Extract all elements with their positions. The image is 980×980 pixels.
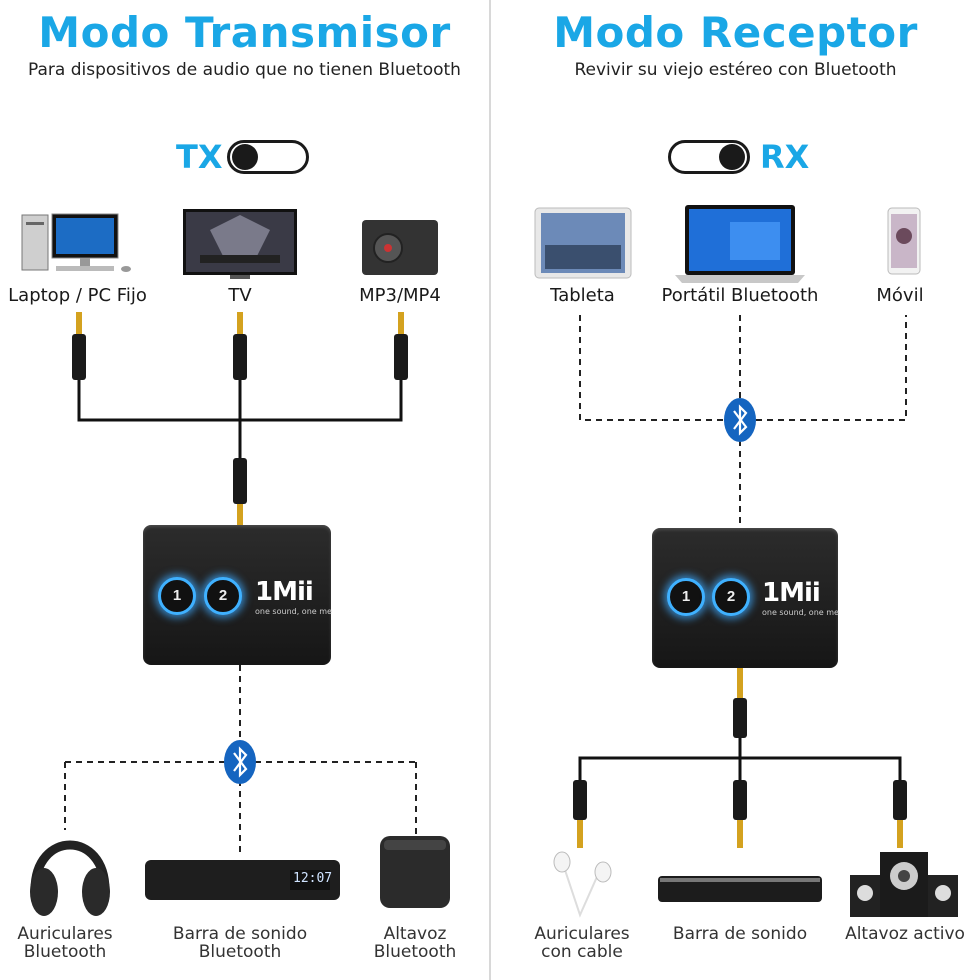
output-label-line1: Auriculares [534, 924, 630, 944]
receiver-device: 1 2 1Mii one sound, one me [652, 528, 839, 668]
output-label-active-speaker: Altavoz activo [845, 925, 965, 943]
toggle-knob [232, 144, 258, 170]
output-label-line1: Altavoz [383, 924, 447, 944]
headphone-1-button[interactable]: 1 [667, 578, 705, 616]
output-label-bt-speaker: Altavoz Bluetooth [360, 925, 470, 961]
source-label-laptop-pc: Laptop / PC Fijo [8, 285, 147, 306]
brand-tagline: one sound, one me [762, 608, 839, 617]
bluetooth-icon [724, 398, 756, 442]
rx-mode-label: RX [760, 138, 810, 176]
soundbar-image [658, 876, 822, 902]
headphone-1-button[interactable]: 1 [158, 577, 196, 615]
headphone-icon: 1 [172, 587, 182, 604]
mobile-phone-image [887, 207, 921, 275]
headphone-icon: 1 [681, 588, 691, 605]
output-label-soundbar: Barra de sonido [665, 925, 815, 943]
center-divider [489, 0, 491, 980]
source-label-mobile: Móvil [876, 285, 924, 306]
output-label-line1: Altavoz activo [845, 924, 965, 944]
output-label-line1: Auriculares [17, 924, 113, 944]
audio-jack-icon [733, 780, 747, 848]
output-label-bt-headphones: Auriculares Bluetooth [10, 925, 120, 961]
tablet-image [534, 207, 632, 279]
transmitter-subtitle: Para dispositivos de audio que no tienen… [28, 60, 461, 80]
brand-logo: 1Mii [762, 578, 821, 608]
source-label-laptop-bt: Portátil Bluetooth [661, 285, 819, 306]
source-label-tv: TV [228, 285, 252, 306]
desktop-pc-image [21, 213, 131, 272]
audio-jack-icon [233, 458, 247, 526]
output-label-bt-soundbar: Barra de sonido Bluetooth [160, 925, 320, 961]
soundbar-clock: 12:07 [293, 871, 333, 886]
audio-jack-icon [233, 312, 247, 380]
transmitter-title: Modo Transmisor [38, 8, 451, 57]
source-label-tablet: Tableta [550, 285, 615, 306]
wired-earphones-image [553, 851, 612, 918]
receiver-subtitle: Revivir su viejo estéreo con Bluetooth [574, 60, 897, 80]
headphone-icon: 2 [218, 587, 228, 604]
audio-jack-icon [72, 312, 86, 380]
bt-speaker-image [380, 836, 450, 908]
brand-tagline: one sound, one me [255, 607, 332, 616]
bluetooth-icon [224, 740, 256, 784]
brand-logo: 1Mii [255, 577, 314, 607]
toggle-knob [719, 144, 745, 170]
mp3-player-image [362, 220, 438, 275]
output-label-line2: Bluetooth [198, 942, 282, 962]
receiver-title: Modo Receptor [553, 8, 918, 57]
audio-jack-icon [733, 668, 747, 738]
laptop-image [675, 205, 805, 283]
output-label-line1: Barra de sonido [172, 924, 308, 944]
headphone-2-button[interactable]: 2 [712, 578, 750, 616]
tx-mode-label: TX [176, 138, 223, 176]
output-label-line2: con cable [541, 942, 623, 962]
audio-jack-icon [893, 780, 907, 848]
output-label-line1: Barra de sonido [672, 924, 808, 944]
headphone-icon: 2 [726, 588, 736, 605]
audio-jack-icon [573, 780, 587, 848]
output-label-line2: Bluetooth [373, 942, 457, 962]
transmitter-device: 1 2 1Mii one sound, one me [143, 525, 332, 665]
bt-headphones-image [30, 840, 110, 916]
output-label-wired-headphones: Auriculares con cable [527, 925, 637, 961]
tx-toggle-switch[interactable] [227, 140, 309, 174]
rx-toggle-switch[interactable] [668, 140, 750, 174]
output-label-line2: Bluetooth [23, 942, 107, 962]
bt-soundbar-image [145, 860, 340, 900]
active-speakers-image [850, 852, 958, 917]
audio-jack-icon [394, 312, 408, 380]
headphone-2-button[interactable]: 2 [204, 577, 242, 615]
tv-image [183, 209, 297, 279]
source-label-mp3: MP3/MP4 [359, 285, 441, 306]
